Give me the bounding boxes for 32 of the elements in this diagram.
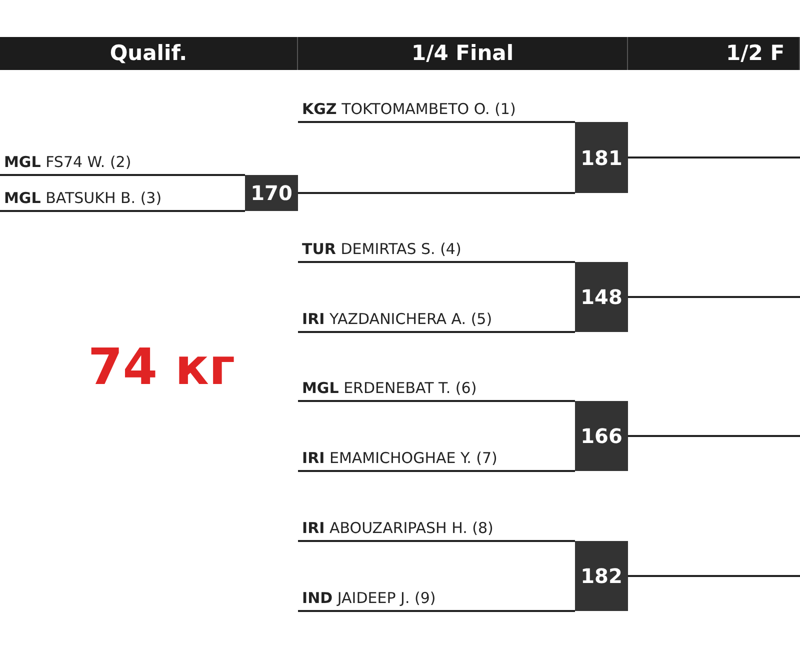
competitor-name: MGL BATSUKH B. (3) bbox=[0, 187, 245, 209]
bout-number-box: 148 bbox=[575, 262, 628, 332]
bout-number-box: 166 bbox=[575, 401, 628, 471]
bracket-line bbox=[0, 174, 245, 176]
bout-number-box: 182 bbox=[575, 541, 628, 611]
competitor-name: MGL ERDENEBAT T. (6) bbox=[298, 377, 575, 399]
round-header: 1/4 Final bbox=[298, 37, 628, 70]
round-header: 1/2 F bbox=[628, 37, 800, 70]
bout-number-box: 181 bbox=[575, 122, 628, 193]
weight-class-label: 74 кг bbox=[88, 338, 236, 396]
bracket-line bbox=[298, 400, 575, 402]
competitor-name: KGZ TOKTOMAMBETO O. (1) bbox=[298, 98, 575, 120]
bracket-line bbox=[298, 192, 575, 194]
bracket-line bbox=[298, 121, 575, 123]
bracket-line bbox=[298, 261, 575, 263]
bracket-line bbox=[298, 610, 575, 612]
competitor-name: IRI YAZDANICHERA A. (5) bbox=[298, 308, 575, 330]
competitor-name: IND JAIDEEP J. (9) bbox=[298, 587, 575, 609]
bracket-line bbox=[628, 435, 800, 437]
bracket-line bbox=[298, 540, 575, 542]
bracket-line bbox=[298, 331, 575, 333]
bracket-line bbox=[0, 210, 245, 212]
competitor-name: IRI ABOUZARIPASH H. (8) bbox=[298, 517, 575, 539]
competitor-name: MGL FS74 W. (2) bbox=[0, 151, 245, 173]
competitor-name: IRI EMAMICHOGHAE Y. (7) bbox=[298, 447, 575, 469]
bracket-line bbox=[628, 156, 800, 158]
bracket-line bbox=[628, 575, 800, 577]
bracket-line bbox=[298, 470, 575, 472]
round-header: Qualif. bbox=[0, 37, 298, 70]
bracket-line bbox=[628, 296, 800, 298]
bout-number-box: 170 bbox=[245, 175, 298, 211]
competitor-name: TUR DEMIRTAS S. (4) bbox=[298, 238, 575, 260]
